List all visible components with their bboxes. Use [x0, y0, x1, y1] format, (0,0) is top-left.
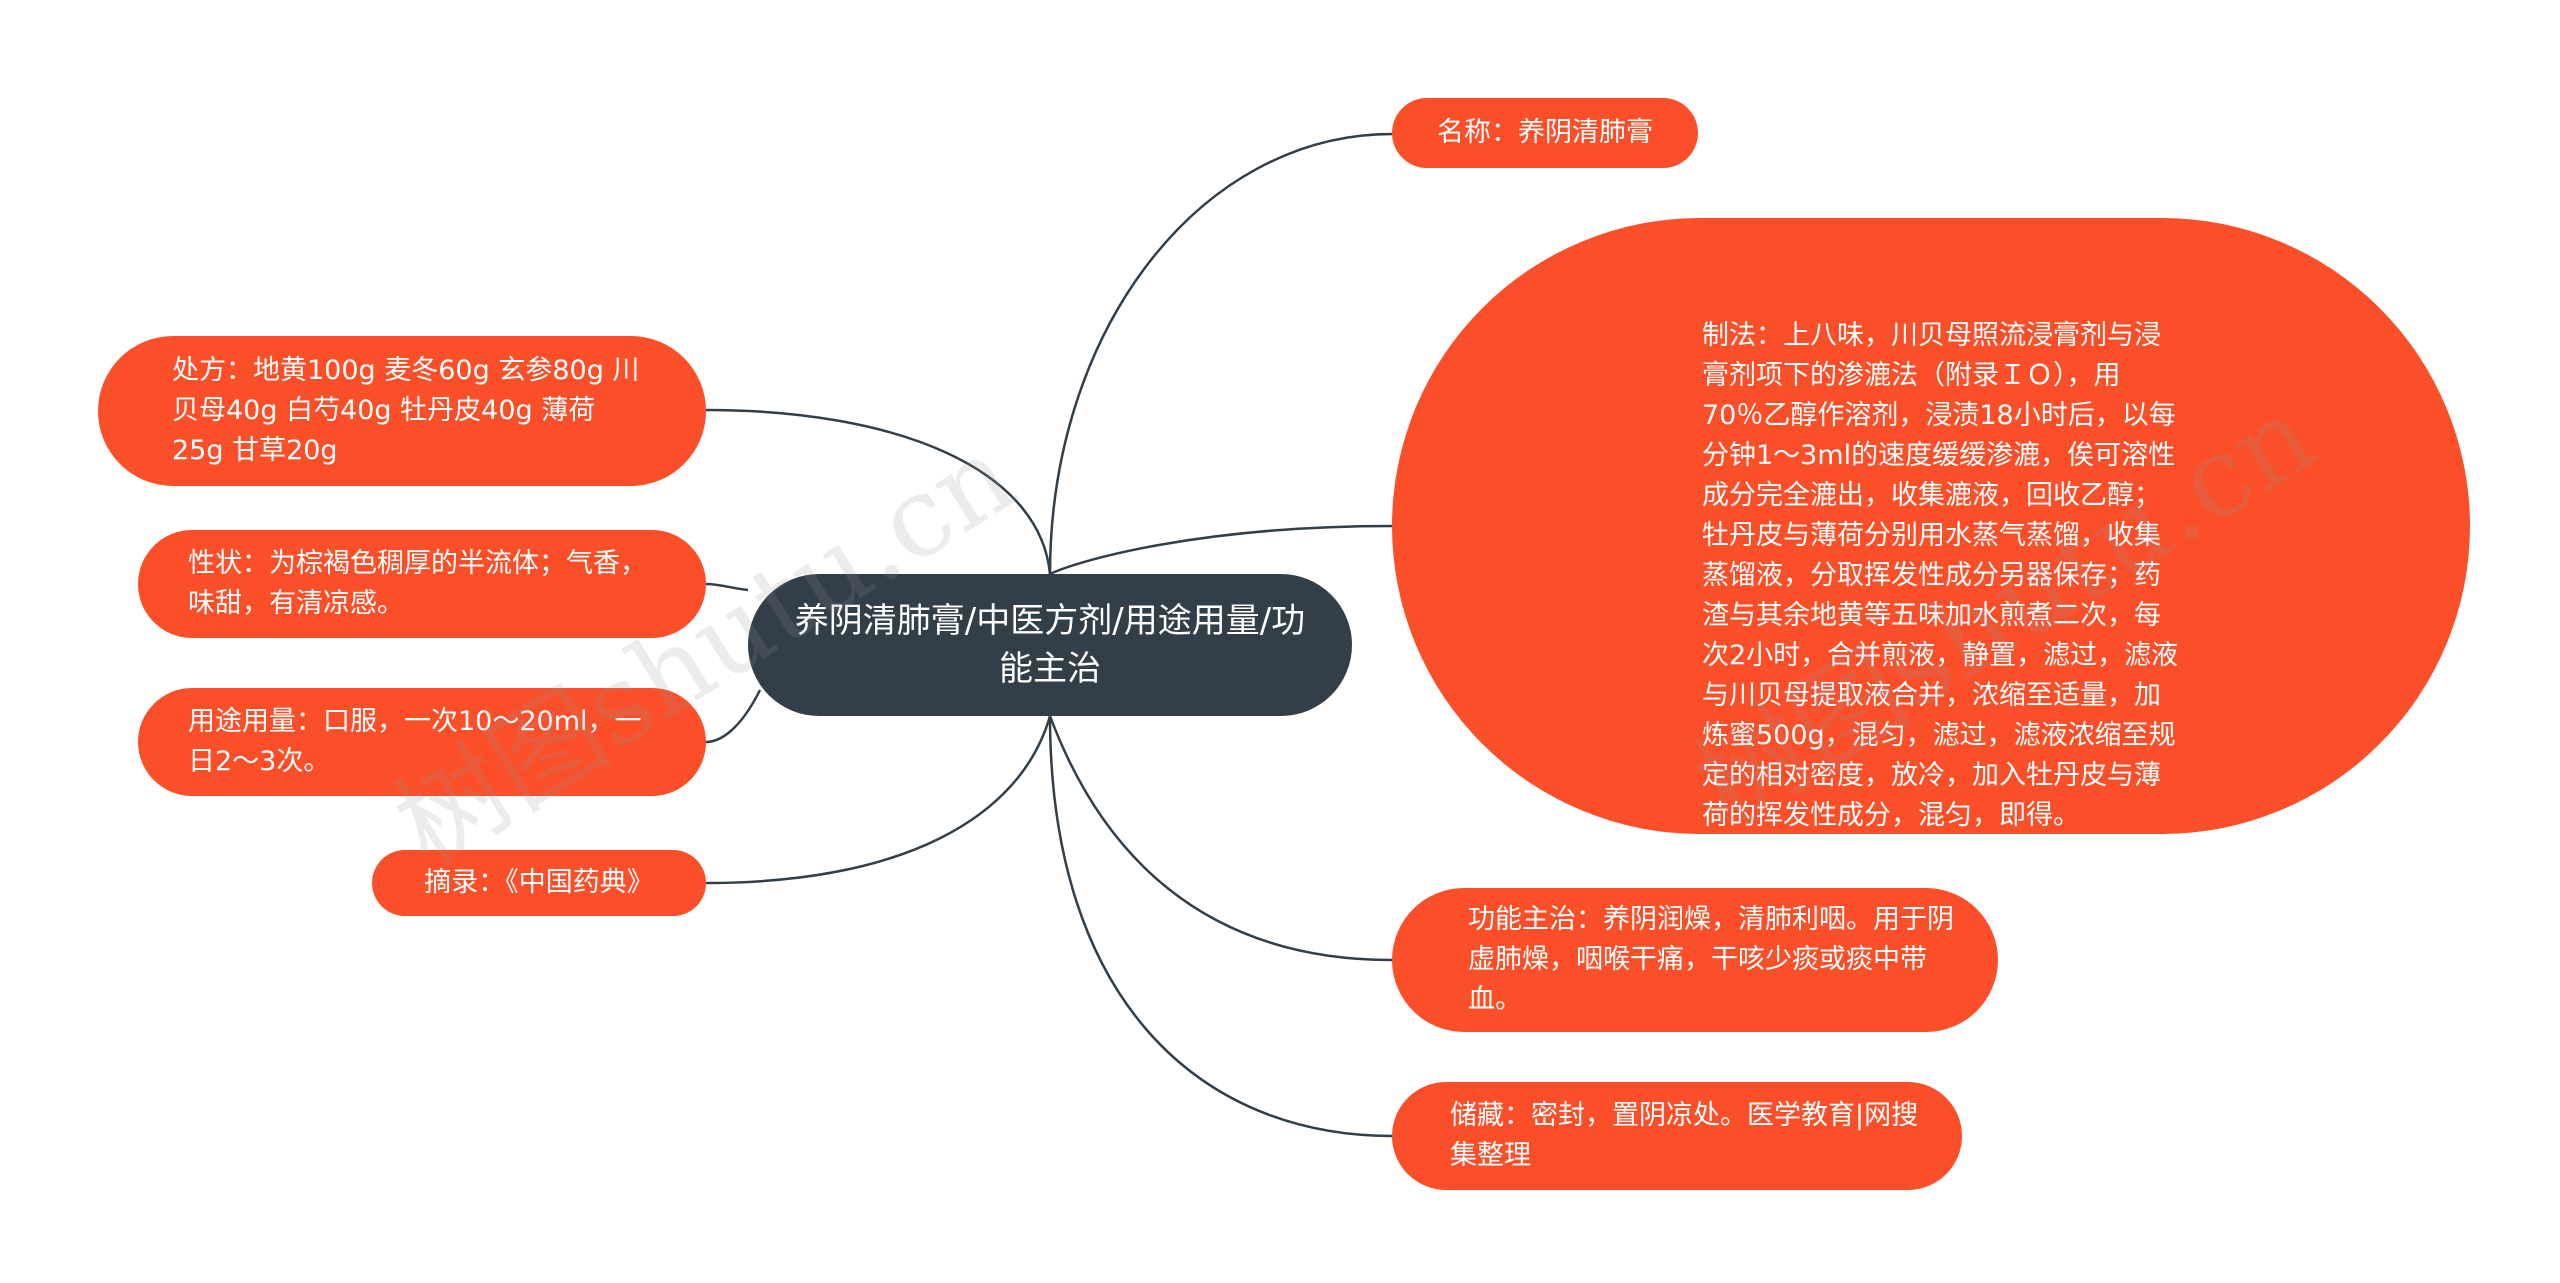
- topic-usage-dosage[interactable]: 用途用量：口服，一次10～20ml，一日2～3次。: [138, 688, 706, 796]
- edge-to-recipe: [705, 408, 1052, 575]
- topic-name-label: 名称：养阴清肺膏: [1437, 117, 1653, 148]
- topic-preparation-label: 制法：上八味，川贝母照流浸膏剂与浸膏剂项下的渗漉法（附录ＩＯ），用70％乙醇作溶…: [1702, 320, 2179, 831]
- edge-to-prop: [705, 582, 749, 592]
- edge-to-name: [1048, 132, 1393, 575]
- topic-excerpt[interactable]: 摘录：《中国药典》: [372, 850, 706, 916]
- central-topic[interactable]: 养阴清肺膏/中医方剂/用途用量/功能主治: [748, 574, 1352, 716]
- edge-to-prep: [1049, 524, 1393, 576]
- edge-to-store: [1048, 715, 1393, 1138]
- topic-indications-label: 功能主治：养阴润燥，清肺利咽。用于阴虚肺燥，咽喉干痛，干咳少痰或痰中带血。: [1468, 904, 1954, 1015]
- topic-name[interactable]: 名称：养阴清肺膏: [1392, 98, 1698, 168]
- edge-to-func: [1048, 715, 1393, 962]
- edge-to-usage: [705, 689, 762, 744]
- edge-to-excerpt: [705, 715, 1052, 885]
- topic-properties-label: 性状：为棕褐色稠厚的半流体；气香，味甜，有清凉感。: [188, 548, 647, 619]
- topic-prescription[interactable]: 处方：地黄100g 麦冬60g 玄参80g 川贝母40g 白芍40g 牡丹皮40…: [98, 336, 706, 486]
- topic-properties[interactable]: 性状：为棕褐色稠厚的半流体；气香，味甜，有清凉感。: [138, 530, 706, 638]
- topic-preparation[interactable]: 制法：上八味，川贝母照流浸膏剂与浸膏剂项下的渗漉法（附录ＩＯ），用70％乙醇作溶…: [1392, 218, 2470, 834]
- topic-storage[interactable]: 储藏：密封，置阴凉处。医学教育|网搜集整理: [1392, 1082, 1962, 1190]
- topic-prescription-label: 处方：地黄100g 麦冬60g 玄参80g 川贝母40g 白芍40g 牡丹皮40…: [172, 355, 640, 466]
- topic-indications[interactable]: 功能主治：养阴润燥，清肺利咽。用于阴虚肺燥，咽喉干痛，干咳少痰或痰中带血。: [1392, 888, 1998, 1032]
- central-topic-label: 养阴清肺膏/中医方剂/用途用量/功能主治: [794, 601, 1306, 689]
- topic-storage-label: 储藏：密封，置阴凉处。医学教育|网搜集整理: [1450, 1100, 1919, 1171]
- topic-excerpt-label: 摘录：《中国药典》: [424, 867, 654, 898]
- topic-usage-dosage-label: 用途用量：口服，一次10～20ml，一日2～3次。: [188, 706, 642, 777]
